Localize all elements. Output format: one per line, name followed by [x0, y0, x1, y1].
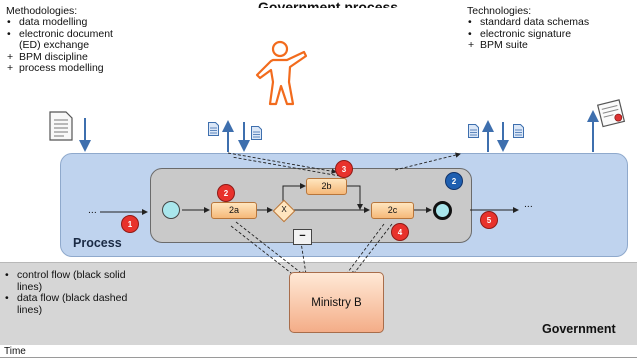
- time-label: Time: [4, 346, 26, 357]
- time-axis-line: [0, 357, 637, 358]
- technology-item: •standard data schemas: [468, 16, 590, 28]
- badge-4: 4: [391, 223, 409, 241]
- end-event: [433, 201, 452, 220]
- ministry-b-box: Ministry B: [289, 272, 384, 333]
- badge-2-blue: 2: [445, 172, 463, 190]
- certificate-icon: [597, 99, 626, 128]
- technology-item: •electronic signature: [468, 27, 572, 40]
- methodology-item: +process modelling: [7, 62, 104, 75]
- technology-item: +BPM suite: [468, 39, 528, 52]
- document-icon: [251, 126, 262, 140]
- task-2a: 2a: [211, 202, 257, 219]
- technologies-header: Technologies:: [467, 5, 532, 17]
- badge-5: 5: [480, 211, 498, 229]
- technologies-block: Technologies: •standard data schemas •el…: [467, 5, 589, 52]
- document-icon: [208, 122, 219, 136]
- methodology-item: +BPM discipline: [7, 50, 88, 63]
- diagram-title-fragment: Government process: [258, 0, 399, 8]
- ellipsis-left: ...: [88, 204, 97, 216]
- document-icon: [513, 124, 524, 138]
- legend-item: •data flow (black dashed: [5, 292, 128, 305]
- legend-item: •control flow (black solid: [5, 269, 126, 281]
- methodologies-list: •data modelling •electronic document (ED…: [6, 16, 113, 75]
- methodologies-header: Methodologies:: [6, 5, 78, 17]
- badge-3: 3: [335, 160, 353, 178]
- ellipsis-right: ...: [524, 198, 533, 210]
- ministry-b-label: Ministry B: [311, 296, 362, 309]
- methodology-item: •data modelling: [7, 16, 88, 28]
- methodologies-block: Methodologies: •data modelling •electron…: [6, 5, 113, 75]
- task-2c: 2c: [371, 202, 414, 219]
- document-icon: [468, 124, 479, 138]
- technologies-list: •standard data schemas •electronic signa…: [467, 16, 590, 52]
- government-lane-label: Government: [542, 322, 616, 336]
- gateway-label: X: [281, 205, 287, 214]
- start-event: [162, 201, 180, 219]
- task-2b: 2b: [306, 178, 347, 195]
- collapsed-subprocess-marker: −: [293, 229, 312, 245]
- badge-2: 2: [217, 184, 235, 202]
- legend: •control flow (black solid lines) •data …: [4, 269, 128, 316]
- document-icon: [49, 111, 73, 141]
- methodology-item: •electronic document: [7, 27, 113, 40]
- legend-item: lines): [17, 303, 43, 316]
- process-lane-label: Process: [73, 236, 122, 250]
- person-icon: [255, 40, 308, 106]
- methodology-item: (ED) exchange: [19, 39, 90, 52]
- badge-1: 1: [121, 215, 139, 233]
- legend-item: lines): [17, 280, 43, 293]
